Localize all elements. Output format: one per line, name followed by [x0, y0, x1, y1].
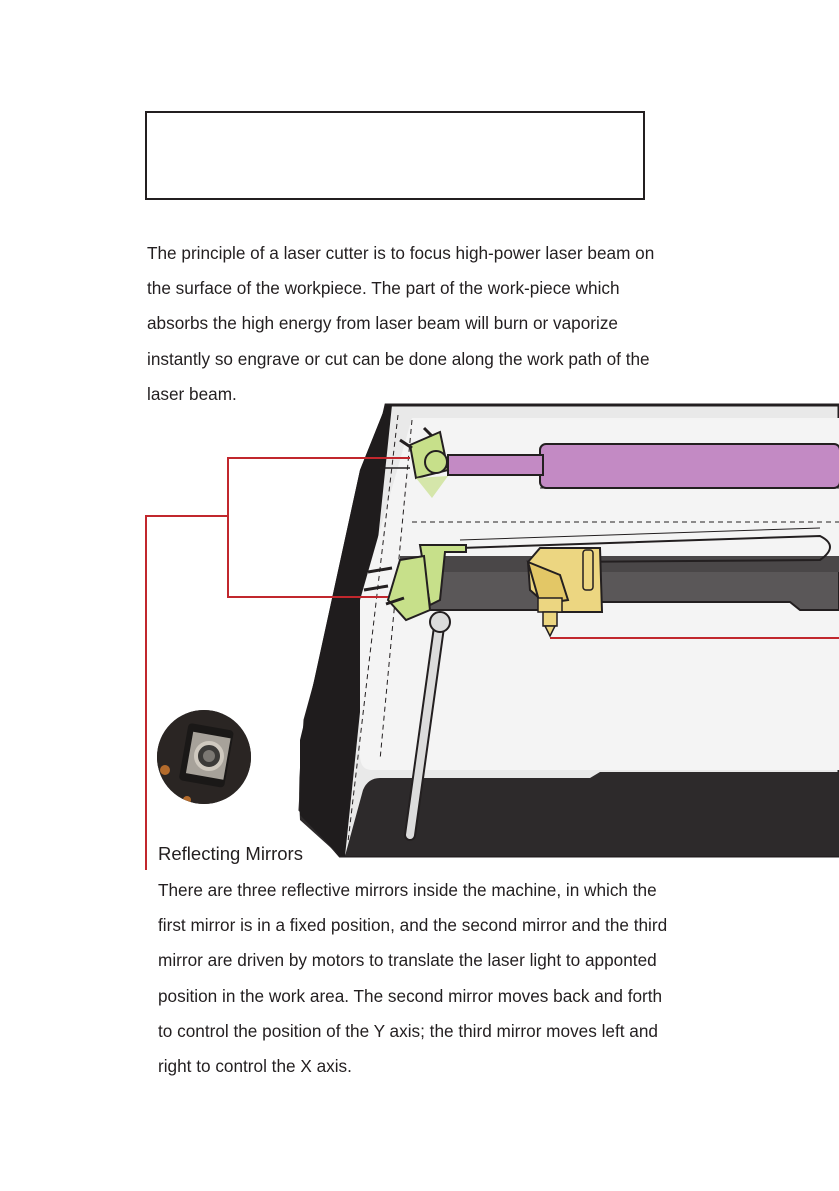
intro-paragraph: The principle of a laser cutter is to fo… [147, 243, 655, 404]
gantry-rail [398, 569, 839, 611]
laser-cutter-illustration [145, 403, 839, 870]
laser-head [526, 547, 604, 638]
section-heading: Reflecting Mirrors [158, 843, 303, 864]
first-mirror-mount [399, 426, 450, 498]
callout-lines [145, 457, 839, 870]
laser-tube-neck [447, 454, 544, 476]
mirror-mount-photo [157, 710, 251, 804]
second-mirror-mount [363, 544, 467, 622]
title-box [145, 111, 645, 200]
case-outer-edge [300, 405, 392, 856]
case-front [345, 772, 839, 856]
section-body: There are three reflective mirrors insid… [158, 880, 668, 1077]
laser-tube [539, 443, 839, 489]
